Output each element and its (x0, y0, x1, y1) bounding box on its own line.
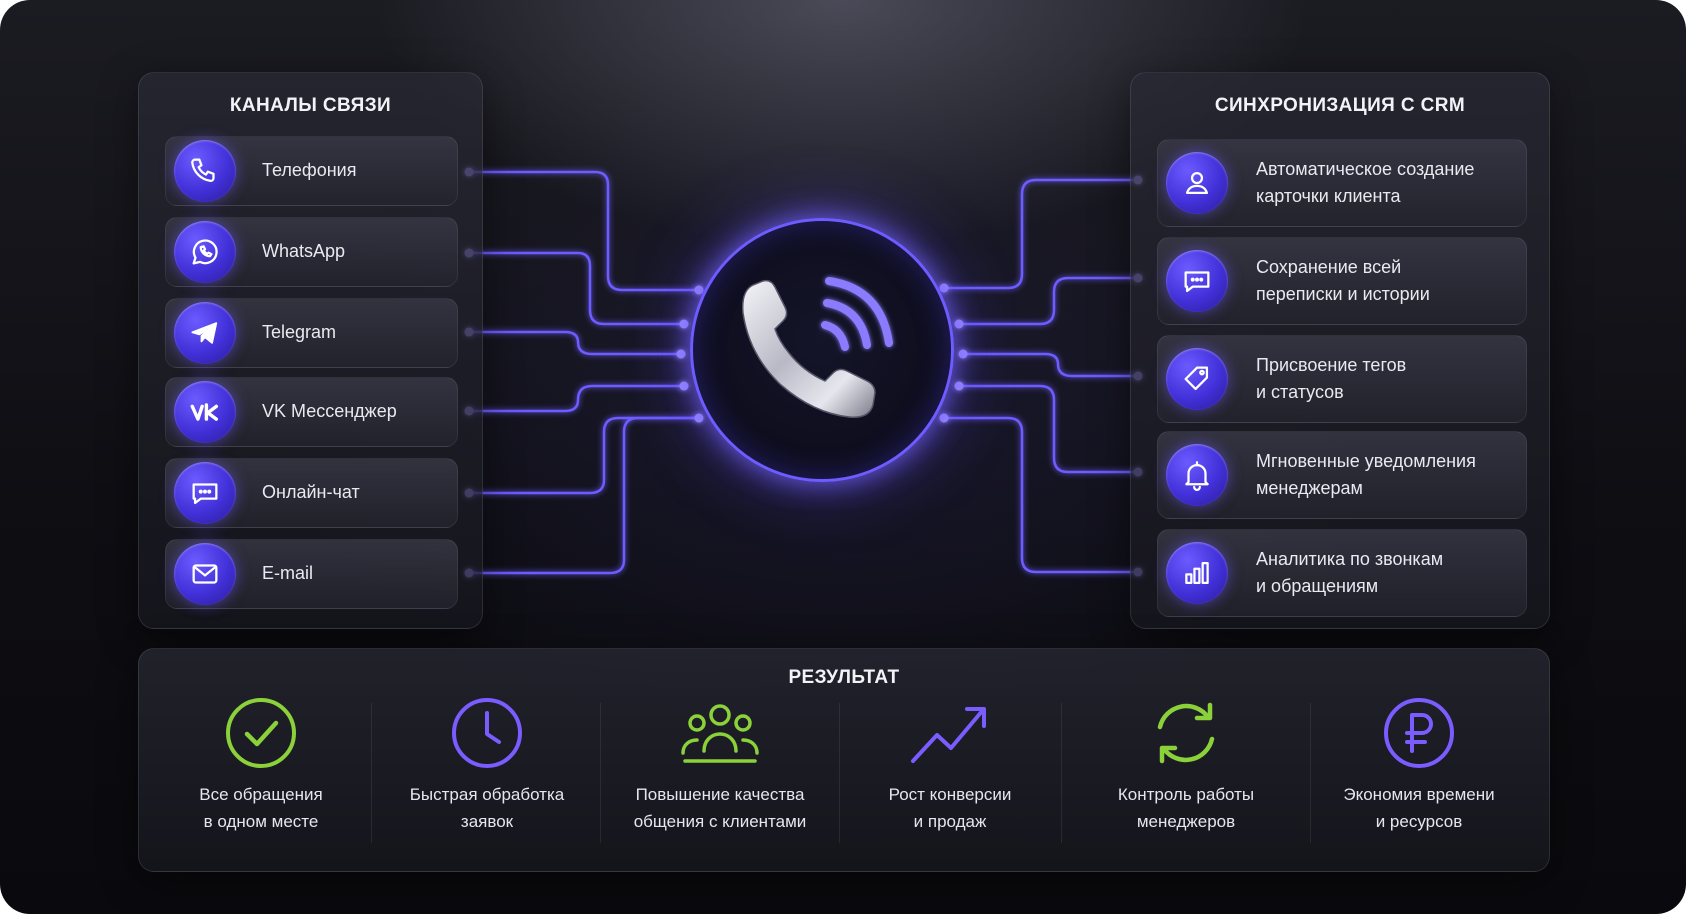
result-label-line2: и ресурсов (1375, 812, 1463, 831)
connector-line-analytics (944, 416, 1138, 574)
ruble-icon (1384, 698, 1454, 768)
channel-label: Онлайн-чат (262, 482, 360, 502)
result-label-line2: общения с клиентами (633, 812, 807, 831)
result-item-quality: Повышение качества общения с клиентами (615, 695, 825, 835)
connector-dot (958, 349, 968, 359)
crm-sync-panel-title: СИНХРОНИЗАЦИЯ С CRM (1214, 95, 1466, 116)
chat-icon (174, 462, 236, 524)
result-item-conversion: Рост конверсии и продаж (860, 695, 1040, 835)
result-item-control: Контроль работы менеджеров (1091, 695, 1281, 835)
telegram-icon (174, 302, 236, 364)
result-divider (371, 703, 372, 843)
result-panel: РЕЗУЛЬТАТ (138, 648, 1550, 872)
user-icon (1166, 152, 1228, 214)
connector-dot (679, 319, 689, 329)
crm-label-line2: карточки клиента (1256, 186, 1401, 206)
connector-line-tags (963, 352, 1138, 378)
result-item-all-in-one: Все обращения в одном месте (171, 695, 351, 835)
result-divider (839, 703, 840, 843)
result-divider (600, 703, 601, 843)
mail-icon (174, 543, 236, 605)
result-label-line2: и продаж (913, 812, 987, 831)
channel-label: Телефония (262, 160, 357, 180)
crm-label-line1: Присвоение тегов (1256, 355, 1407, 375)
channels-panel-title: КАНАЛЫ СВЯЗИ (229, 95, 392, 116)
connector-line-notify (959, 384, 1138, 474)
crm-label-line1: Мгновенные уведомления (1256, 451, 1476, 471)
connector-dot (676, 349, 686, 359)
channel-label: WhatsApp (262, 241, 346, 261)
crm-card-analytics[interactable]: Аналитика по звонкам и обращениям (1157, 529, 1527, 617)
connector-line-history (959, 276, 1138, 326)
result-label-line1: Рост конверсии (888, 785, 1012, 804)
connector-line-chat (469, 416, 699, 495)
result-label-line2: заявок (460, 812, 514, 831)
connector-line-telegram (469, 330, 681, 356)
channel-card-online-chat[interactable]: Онлайн-чат (165, 458, 458, 528)
vk-icon (174, 381, 236, 443)
crm-card-client-card[interactable]: Автоматическое создание карточки клиента (1157, 139, 1527, 227)
connector-dot (679, 381, 689, 391)
result-label-line2: менеджеров (1136, 812, 1236, 831)
people-icon (681, 704, 759, 763)
bell-icon (1166, 444, 1228, 506)
connector-dot (954, 381, 964, 391)
result-label-line1: Контроль работы (1117, 785, 1255, 804)
connector-line-telephony (469, 170, 699, 292)
crm-label-line1: Аналитика по звонкам (1256, 549, 1444, 569)
connector-dot (939, 413, 949, 423)
trend-up-icon (911, 707, 986, 763)
connector-line-card (944, 178, 1138, 290)
whatsapp-icon (174, 221, 236, 283)
crm-label-line1: Сохранение всей (1256, 257, 1402, 277)
result-panel-title: РЕЗУЛЬТАТ (788, 667, 900, 688)
crm-sync-panel: СИНХРОНИЗАЦИЯ С CRM Автоматическое созда… (1130, 72, 1550, 629)
channel-card-telephony[interactable]: Телефония (165, 136, 458, 206)
connector-line-whatsapp (469, 251, 684, 326)
result-label-line1: Все обращения (199, 785, 323, 804)
connector-line-vk (469, 384, 684, 413)
channel-card-vk[interactable]: VK Мессенджер (165, 377, 458, 447)
result-label-line2: в одном месте (203, 812, 319, 831)
channel-card-email[interactable]: E-mail (165, 539, 458, 609)
crm-card-notifications[interactable]: Мгновенные уведомления менеджерам (1157, 431, 1527, 519)
crm-label-line1: Автоматическое создание (1256, 159, 1475, 179)
result-item-fast-processing: Быстрая обработка заявок (392, 695, 582, 835)
crm-label-line2: и обращениям (1256, 576, 1379, 596)
phone-icon (174, 140, 236, 202)
channel-label: E-mail (262, 563, 314, 583)
channel-label: VK Мессенджер (262, 401, 397, 421)
connector-dot (694, 285, 704, 295)
crm-label-line2: и статусов (1256, 382, 1344, 402)
phone-signal-icon (741, 277, 893, 418)
tag-icon (1166, 348, 1228, 410)
channels-panel: КАНАЛЫ СВЯЗИ Телефония WhatsApp Telegram… (138, 72, 483, 629)
check-circle-icon (226, 698, 296, 768)
connector-dot (939, 283, 949, 293)
crm-card-history[interactable]: Сохранение всей переписки и истории (1157, 237, 1527, 325)
result-label-line1: Быстрая обработка (409, 785, 565, 804)
crm-label-line2: менеджерам (1256, 478, 1363, 498)
channel-card-telegram[interactable]: Telegram (165, 298, 458, 368)
crm-card-tags[interactable]: Присвоение тегов и статусов (1157, 335, 1527, 423)
connector-dot (954, 319, 964, 329)
result-label-line1: Повышение качества (635, 785, 805, 804)
result-divider (1061, 703, 1062, 843)
central-phone-hub (690, 218, 954, 482)
channel-label: Telegram (262, 322, 337, 342)
result-item-savings: Экономия времени и ресурсов (1326, 695, 1512, 835)
bar-chart-icon (1166, 542, 1228, 604)
result-divider (1310, 703, 1311, 843)
channel-card-whatsapp[interactable]: WhatsApp (165, 217, 458, 287)
result-label-line1: Экономия времени (1343, 785, 1495, 804)
crm-label-line2: переписки и истории (1256, 284, 1430, 304)
connector-line-email (469, 416, 700, 575)
clock-icon (452, 698, 522, 768)
chat-icon (1166, 250, 1228, 312)
connector-dot (694, 413, 704, 423)
refresh-icon (1157, 702, 1215, 764)
